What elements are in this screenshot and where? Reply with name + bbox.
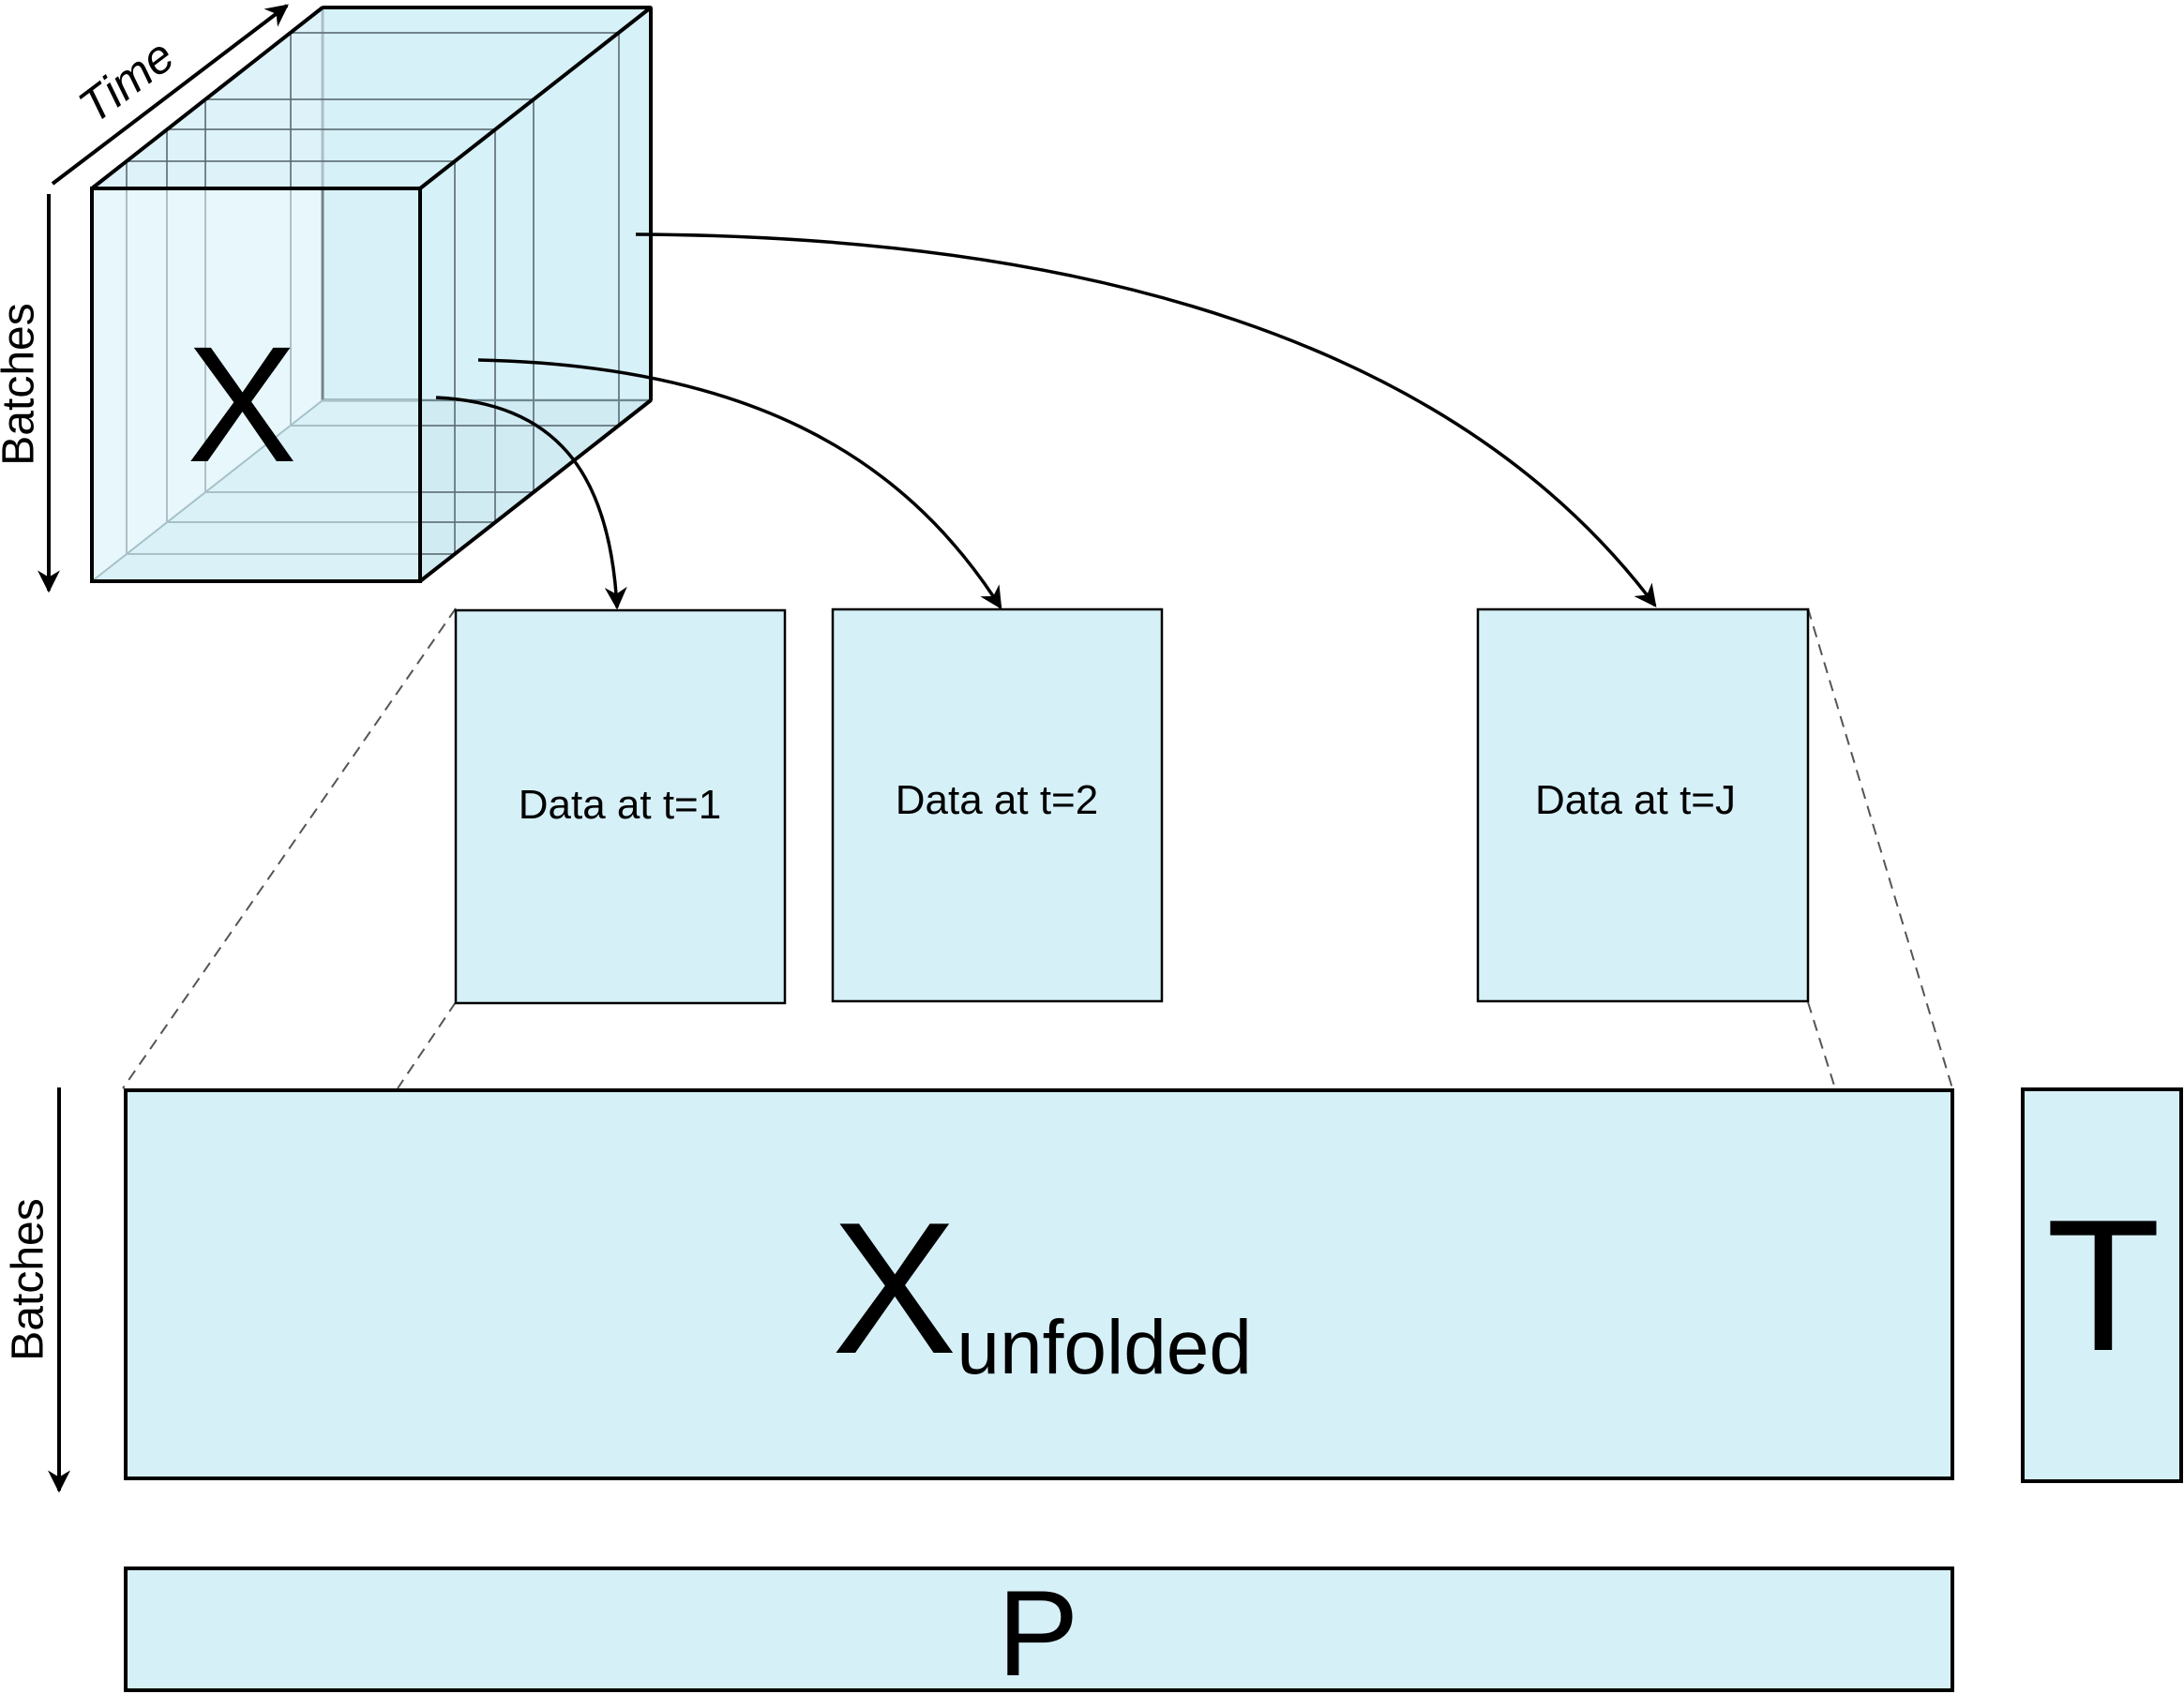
unfold-guides bbox=[122, 607, 1953, 1089]
cube-top-face bbox=[92, 7, 651, 188]
time-axis-label: Time bbox=[69, 29, 184, 133]
loadings-matrix: P bbox=[124, 1565, 1954, 1694]
arrow-to-slice-1 bbox=[435, 396, 627, 610]
unfolded-matrix-label: Xunfolded bbox=[832, 1184, 1252, 1393]
unfolded-matrix-main: X bbox=[832, 1184, 956, 1393]
batches-axis-bottom-label: Batches bbox=[4, 1198, 53, 1360]
data-cube: X bbox=[90, 6, 653, 583]
batches-axis-top-label: Batches bbox=[0, 303, 44, 465]
batches-axis-top: Batches bbox=[0, 194, 60, 593]
slice-box-J: Data at t=J bbox=[1476, 607, 1810, 1003]
slice-box-1: Data at t=1 bbox=[454, 608, 787, 1005]
arrow-to-slice-J bbox=[635, 232, 1657, 607]
unfolded-matrix-subscript: unfolded bbox=[956, 1305, 1252, 1390]
slice-label-1: Data at t=1 bbox=[519, 782, 721, 828]
batches-axis-bottom: Batches bbox=[4, 1087, 70, 1493]
slice-label-J: Data at t=J bbox=[1535, 777, 1736, 823]
slice-box-2: Data at t=2 bbox=[831, 607, 1164, 1003]
scores-matrix: T bbox=[2021, 1087, 2183, 1483]
slice-label-2: Data at t=2 bbox=[896, 777, 1098, 823]
time-axis-arrow bbox=[51, 4, 289, 186]
scores-label: T bbox=[2046, 1181, 2161, 1390]
cube-front-face bbox=[90, 187, 422, 583]
cube-label: X bbox=[187, 313, 296, 497]
arrow-to-slice-2 bbox=[477, 358, 1002, 610]
unfolded-matrix: Xunfolded bbox=[124, 1088, 1954, 1480]
loadings-label: P bbox=[998, 1565, 1079, 1694]
slice-arrows bbox=[435, 232, 1657, 610]
